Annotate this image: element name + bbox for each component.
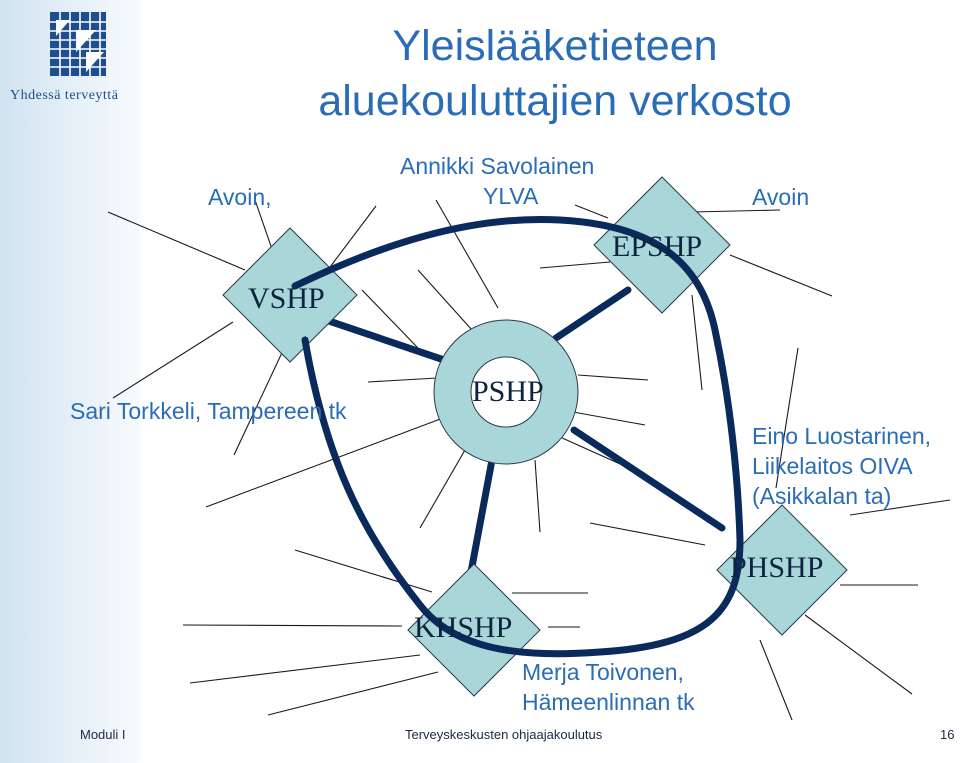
- footer-module: Moduli I: [80, 727, 126, 742]
- sidebar-gradient: [0, 0, 140, 763]
- logo-icon: [50, 12, 106, 76]
- spoke-line: [804, 614, 913, 695]
- spoke-line: [361, 289, 419, 349]
- spoke-line: [323, 205, 377, 276]
- spoke-line: [367, 377, 438, 383]
- spoke-line: [189, 654, 421, 684]
- spoke-line: [107, 211, 246, 271]
- spoke-line: [691, 294, 703, 391]
- spoke-line: [759, 639, 793, 721]
- spoke-line: [589, 522, 706, 546]
- label-merja-org: Hämeenlinnan tk: [522, 689, 695, 715]
- connector-loop: [291, 215, 744, 658]
- spoke-line: [539, 261, 611, 269]
- spoke-line: [267, 671, 439, 716]
- spoke-line: [417, 269, 473, 331]
- spoke-line: [419, 449, 466, 529]
- node-vshp-shape: [222, 227, 358, 363]
- label-annikki-name: Annikki Savolainen: [400, 153, 595, 179]
- spoke-line: [534, 459, 541, 533]
- page-title-line1: Yleislääketieteen: [392, 22, 718, 70]
- node-khshp-shape: [407, 563, 541, 697]
- connector-epshp-pshp: [552, 286, 632, 342]
- spoke-line: [577, 374, 649, 381]
- node-khshp-label: KHSHP: [414, 611, 513, 644]
- node-pshp-hole: [470, 356, 542, 428]
- connector-vshp-pshp: [316, 314, 454, 366]
- label-merja-name: Merja Toivonen,: [522, 659, 684, 685]
- label-sari: Sari Torkkeli, Tampereen tk: [70, 398, 347, 424]
- spoke-line: [775, 347, 799, 489]
- footer-course: Terveyskeskusten ohjaajakoulutus: [405, 727, 603, 742]
- spoke-line: [233, 341, 288, 456]
- node-vshp-label: VSHP: [248, 282, 325, 315]
- label-eino-name: Eino Luostarinen,: [752, 423, 932, 449]
- label-annikki-org: YLVA: [483, 183, 539, 209]
- page-title-line2: aluekouluttajien verkosto: [318, 77, 792, 125]
- label-avoin-left: Avoin,: [208, 184, 272, 210]
- connector-pshp-phshp: [570, 426, 726, 532]
- spoke-line: [849, 499, 951, 516]
- node-pshp-label: PSHP: [472, 375, 544, 408]
- spoke-line: [205, 417, 444, 508]
- logo-text: Yhdessä terveyttä: [10, 88, 119, 103]
- footer-page-number: 16: [940, 727, 955, 742]
- node-epshp-label: EPSHP: [612, 230, 703, 263]
- spoke-line: [729, 254, 833, 297]
- spoke-line: [435, 199, 499, 309]
- spoke-line: [691, 209, 781, 213]
- spoke-line: [112, 321, 234, 399]
- label-eino-org: Liikelaitos OIVA: [752, 453, 913, 479]
- label-eino-place: (Asikkalan ta): [752, 483, 892, 509]
- spoke-line: [182, 624, 403, 627]
- logo: Yhdessä terveyttä: [0, 0, 150, 115]
- spoke-line: [294, 549, 433, 593]
- spoke-line: [574, 204, 609, 219]
- spoke-line: [572, 411, 646, 426]
- node-phshp-label: PHSHP: [730, 551, 824, 584]
- label-avoin-right: Avoin: [752, 184, 810, 210]
